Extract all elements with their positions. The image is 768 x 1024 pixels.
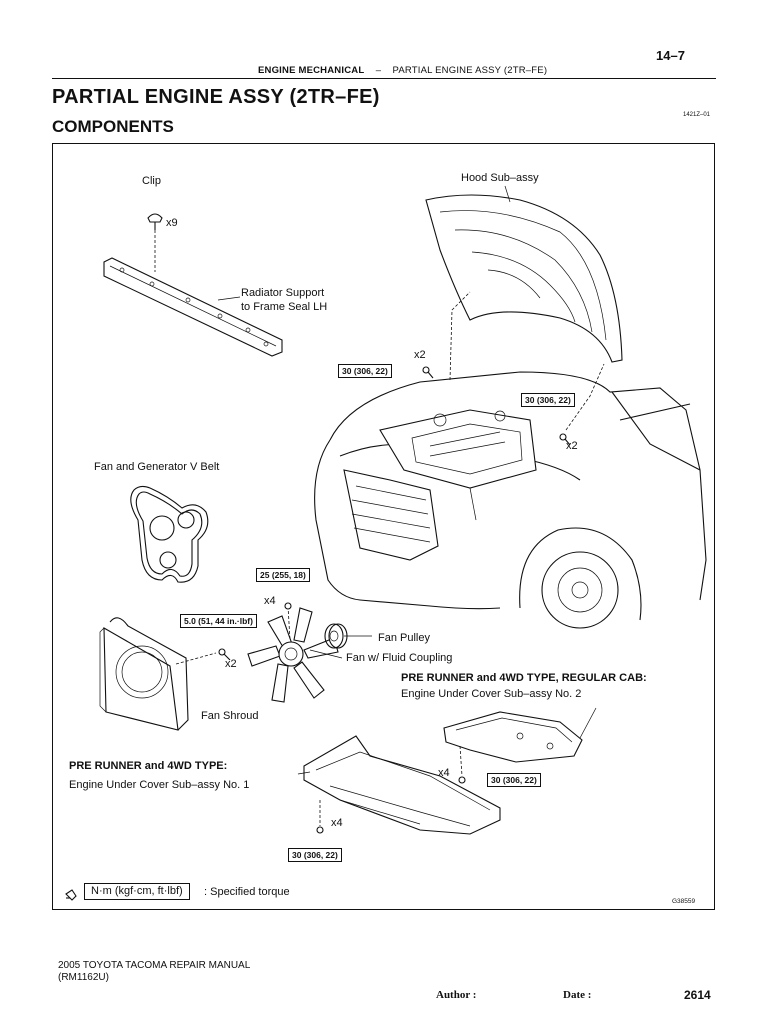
legend-text: : Specified torque	[204, 886, 290, 898]
footer-manual-line2: (RM1162U)	[58, 972, 109, 983]
running-head-subsection: PARTIAL ENGINE ASSY (2TR–FE)	[392, 65, 548, 76]
fan-pulley-illustration	[324, 623, 372, 649]
footer-manual-line1: 2005 TOYOTA TACOMA REPAIR MANUAL	[58, 960, 251, 971]
document-code: 1421Z–01	[683, 112, 711, 118]
footer-manual: 2005 TOYOTA TACOMA REPAIR MANUAL (RM1162…	[58, 960, 250, 984]
footer-page-number: 2614	[684, 988, 711, 1002]
label-hood-bolt-qty-left: x2	[414, 349, 426, 361]
legend-unit-box: N·m (kgf·cm, ft·lbf)	[84, 883, 190, 900]
fan-shroud-illustration	[99, 617, 217, 731]
footer-author: Author :	[436, 989, 477, 1001]
truck-illustration	[314, 371, 707, 629]
running-head-separator: –	[375, 65, 382, 76]
label-hood-bolt-qty-right: x2	[566, 440, 578, 452]
figure-frame	[52, 143, 715, 910]
running-head: ENGINE MECHANICAL – PARTIAL ENGINE ASSY …	[258, 65, 547, 76]
label-under-cover-2: Engine Under Cover Sub–assy No. 2	[401, 688, 582, 700]
label-cover1-bolt-qty: x4	[331, 817, 343, 829]
hood-illustration	[425, 185, 623, 363]
page-subtitle: COMPONENTS	[52, 117, 174, 136]
running-head-section: ENGINE MECHANICAL	[258, 65, 365, 76]
shroud-bolt-illustration	[218, 648, 231, 661]
under-cover-2-illustration	[443, 707, 597, 784]
torque-shroud-bolt: 5.0 (51, 44 in.·lbf)	[180, 614, 257, 628]
label-fan-pulley: Fan Pulley	[378, 632, 430, 644]
engine-illustration	[379, 409, 537, 521]
label-radiator-seal-line2: to Frame Seal LH	[241, 301, 328, 313]
hood-bolts	[422, 291, 605, 446]
label-v-belt: Fan and Generator V Belt	[94, 461, 220, 473]
radiator-seal-illustration	[103, 257, 283, 357]
torque-hood-right: 30 (306, 22)	[521, 393, 575, 407]
page-title: PARTIAL ENGINE ASSY (2TR–FE)	[52, 86, 380, 108]
footer-date: Date :	[563, 989, 592, 1001]
torque-fan-nut: 25 (255, 18)	[256, 568, 310, 582]
label-under-cover-1: Engine Under Cover Sub–assy No. 1	[69, 779, 250, 791]
header-rule	[52, 78, 716, 79]
label-fan-bolt-qty: x4	[264, 595, 276, 607]
torque-cover-2: 30 (306, 22)	[487, 773, 541, 787]
label-type-heading: PRE RUNNER and 4WD TYPE:	[69, 760, 228, 772]
label-fan-coupling: Fan w/ Fluid Coupling	[346, 652, 453, 664]
torque-wrench-icon	[65, 889, 77, 901]
label-clip: Clip	[142, 175, 161, 187]
label-hood: Hood Sub–assy	[461, 172, 539, 184]
label-clip-qty: x9	[166, 217, 178, 229]
torque-hood-left: 30 (306, 22)	[338, 364, 392, 378]
clip-illustration	[147, 213, 163, 272]
fan-illustration	[247, 602, 339, 703]
label-cab-type-heading: PRE RUNNER and 4WD TYPE, REGULAR CAB:	[401, 672, 647, 684]
v-belt-illustration	[130, 485, 209, 583]
label-radiator-seal-line1: Radiator Support	[241, 287, 325, 299]
label-shroud-bolt-qty: x2	[225, 658, 237, 670]
page-number: 14–7	[656, 48, 685, 63]
figure-code: G38559	[672, 898, 696, 905]
torque-cover-1: 30 (306, 22)	[288, 848, 342, 862]
label-cover2-bolt-qty: x4	[438, 767, 450, 779]
under-cover-1-illustration	[297, 735, 501, 835]
label-fan-shroud: Fan Shroud	[201, 710, 259, 722]
